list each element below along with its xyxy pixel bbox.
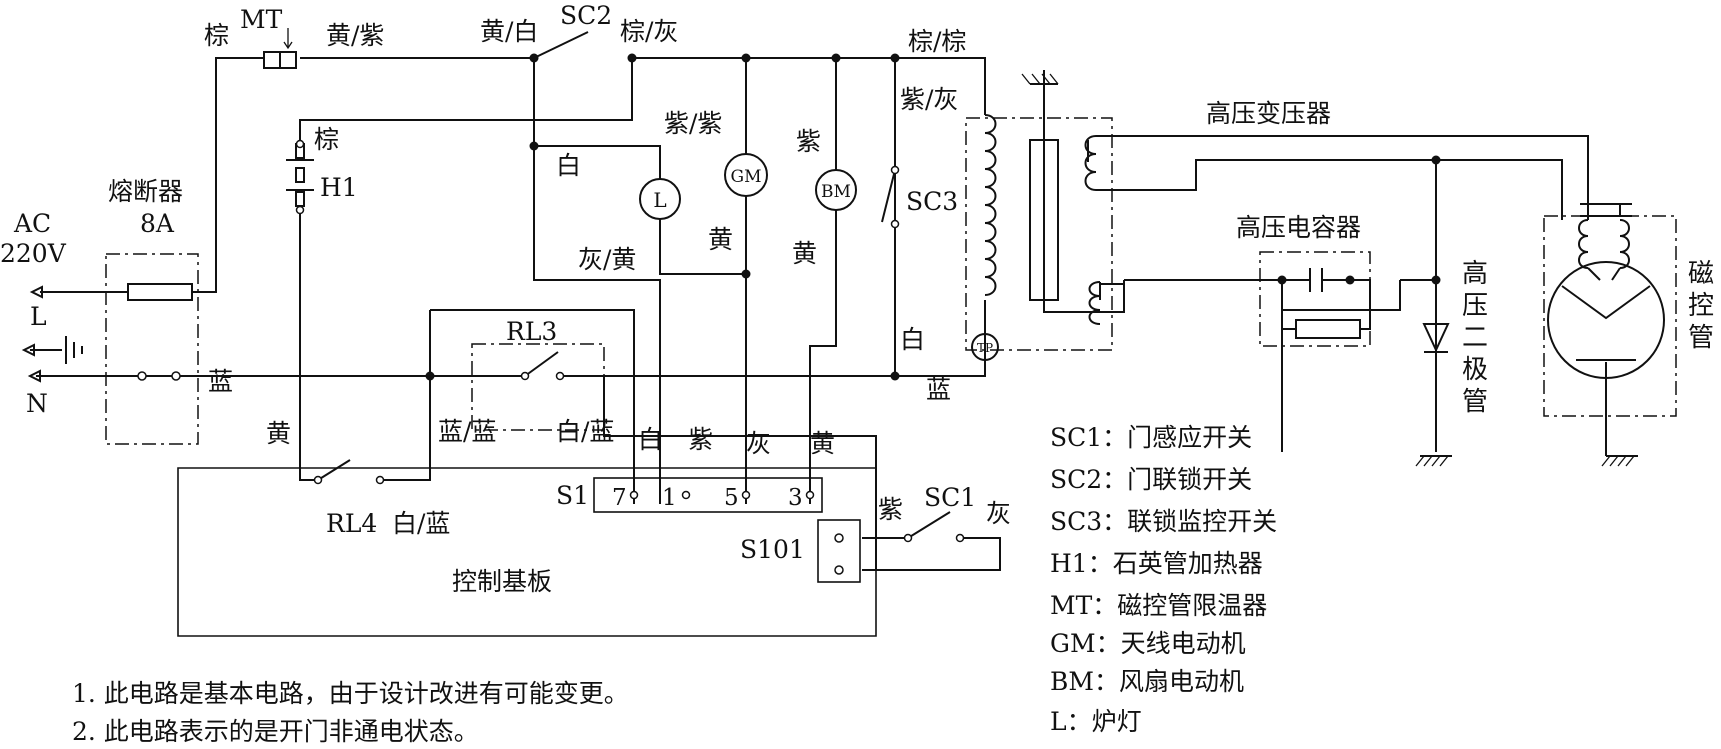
legend-item: SC3：联锁监控开关 bbox=[1050, 507, 1277, 536]
wire-yellow-white: 黄/白 bbox=[480, 17, 538, 46]
junctions bbox=[425, 53, 1441, 381]
hv-capacitor-label: 高压电容器 bbox=[1236, 213, 1361, 242]
s101-label: S101 bbox=[740, 535, 805, 564]
hv-diode-char-2: 压 bbox=[1462, 291, 1488, 321]
mt-label: MT bbox=[240, 5, 283, 34]
wire-white-right: 白 bbox=[900, 325, 925, 354]
voltage-label: 220V bbox=[0, 239, 67, 268]
legend: SC1：门感应开关 SC2：门联锁开关 SC3：联锁监控开关 H1：石英管加热器… bbox=[1050, 423, 1277, 736]
sc1-label: SC1 bbox=[924, 483, 976, 512]
magnetron-symbol bbox=[1547, 203, 1665, 380]
wire-s1-yellow: 黄 bbox=[810, 429, 835, 458]
legend-item: L：炉灯 bbox=[1050, 707, 1142, 736]
wire-purple-purple: 紫/紫 bbox=[664, 109, 722, 138]
gm-label: GM bbox=[731, 167, 762, 187]
gm-symbol bbox=[724, 153, 768, 197]
wire-blue-right: 蓝 bbox=[926, 375, 951, 404]
wire-white-blue: 白/蓝 bbox=[556, 417, 614, 446]
wire-gray-yellow: 灰/黄 bbox=[578, 245, 636, 274]
wires bbox=[21, 31, 1607, 637]
wire-s1-white: 白 bbox=[638, 425, 663, 454]
dashed-enclosures bbox=[105, 117, 1677, 445]
hv-diode-char-1: 高 bbox=[1462, 259, 1488, 289]
note-1: 1. 此电路是基本电路，由于设计改进有可能变更。 bbox=[72, 679, 629, 708]
wire-sc1-purple: 紫 bbox=[878, 495, 903, 524]
ac-label: AC bbox=[13, 209, 51, 238]
live-label: L bbox=[30, 302, 47, 331]
fuse-rating-label: 8A bbox=[140, 209, 175, 238]
hv-capacitor-symbol bbox=[1281, 268, 1371, 339]
lamp-symbol bbox=[639, 178, 681, 220]
magnetron-char-2: 控 bbox=[1688, 291, 1714, 321]
wire-yellow-gm: 黄 bbox=[708, 225, 733, 254]
sc3-label: SC3 bbox=[906, 187, 958, 216]
legend-item: MT：磁控管限温器 bbox=[1050, 591, 1267, 620]
magnetron-char-3: 管 bbox=[1688, 323, 1714, 353]
wire-yellow-purple: 黄/紫 bbox=[326, 21, 384, 50]
wire-blue-blue: 蓝/蓝 bbox=[438, 417, 496, 446]
h1-heater-symbol bbox=[286, 143, 314, 207]
hv-diode-symbol bbox=[1422, 323, 1450, 353]
hv-diode-char-3: 二 bbox=[1462, 323, 1488, 353]
hv-diode-char-5: 管 bbox=[1462, 387, 1488, 417]
wire-purple-gray: 紫/灰 bbox=[900, 85, 958, 114]
hv-transformer-label: 高压变压器 bbox=[1206, 99, 1331, 128]
wire-s1-gray: 灰 bbox=[746, 429, 771, 458]
wire-rl4-white-blue: 白/蓝 bbox=[392, 509, 450, 538]
wire-purple-bm: 紫 bbox=[796, 127, 821, 156]
magnetron-label: 磁 控 管 bbox=[1688, 259, 1714, 353]
s1-pin-3: 3 bbox=[788, 485, 803, 511]
wire-s1-purple: 紫 bbox=[688, 425, 713, 454]
wire-brown: 棕 bbox=[204, 21, 229, 50]
legend-item: SC2：门联锁开关 bbox=[1050, 465, 1252, 494]
s1-label: S1 bbox=[556, 481, 589, 510]
s1-pin-1: 1 bbox=[662, 485, 677, 511]
hv-diode-label: 高 压 二 极 管 bbox=[1462, 259, 1488, 417]
legend-item: H1：石英管加热器 bbox=[1050, 549, 1263, 578]
tp-symbol bbox=[971, 333, 999, 361]
bm-label: BM bbox=[821, 182, 851, 202]
fuse-symbol bbox=[127, 283, 193, 301]
neutral-label: N bbox=[26, 389, 48, 418]
wire-brown-gray: 棕/灰 bbox=[620, 17, 678, 46]
wire-brown-brown: 棕/棕 bbox=[908, 27, 966, 56]
wire-yellow-left: 黄 bbox=[266, 419, 291, 448]
hv-secondary-coil-bottom bbox=[1088, 281, 1101, 325]
legend-item: GM：天线电动机 bbox=[1050, 629, 1246, 658]
legend-item: BM：风扇电动机 bbox=[1050, 667, 1244, 696]
wire-brown-h1: 棕 bbox=[314, 125, 339, 154]
sc3-symbol bbox=[881, 169, 896, 223]
hv-primary-coil bbox=[984, 114, 997, 296]
sc2-label: SC2 bbox=[560, 1, 612, 30]
s1-pin-7: 7 bbox=[612, 485, 627, 511]
bm-symbol bbox=[815, 169, 857, 211]
rl3-label: RL3 bbox=[506, 317, 557, 346]
wire-yellow-bm: 黄 bbox=[792, 239, 817, 268]
mt-symbol bbox=[263, 28, 297, 69]
lamp-label: L bbox=[653, 188, 666, 212]
fuse-name-label: 熔断器 bbox=[108, 177, 183, 206]
wire-white: 白 bbox=[556, 151, 581, 180]
wire-blue-left: 蓝 bbox=[208, 367, 233, 396]
rl4-label: RL4 bbox=[326, 509, 377, 538]
h1-label: H1 bbox=[320, 173, 358, 202]
notes: 1. 此电路是基本电路，由于设计改进有可能变更。 2. 此电路表示的是开门非通电… bbox=[72, 679, 629, 746]
legend-item: SC1：门感应开关 bbox=[1050, 423, 1252, 452]
labels: AC 220V L N 熔断器 8A MT SC2 SC3 H1 L GM BM… bbox=[0, 1, 1714, 596]
hv-secondary-coil-top bbox=[1084, 135, 1097, 191]
hv-diode-char-4: 极 bbox=[1462, 355, 1488, 385]
note-2: 2. 此电路表示的是开门非通电状态。 bbox=[72, 717, 479, 746]
control-board-label: 控制基板 bbox=[452, 567, 552, 596]
s1-pin-5: 5 bbox=[724, 485, 739, 511]
wire-sc1-gray: 灰 bbox=[986, 499, 1011, 528]
tp-label: TP bbox=[977, 341, 993, 355]
magnetron-char-1: 磁 bbox=[1688, 259, 1714, 289]
